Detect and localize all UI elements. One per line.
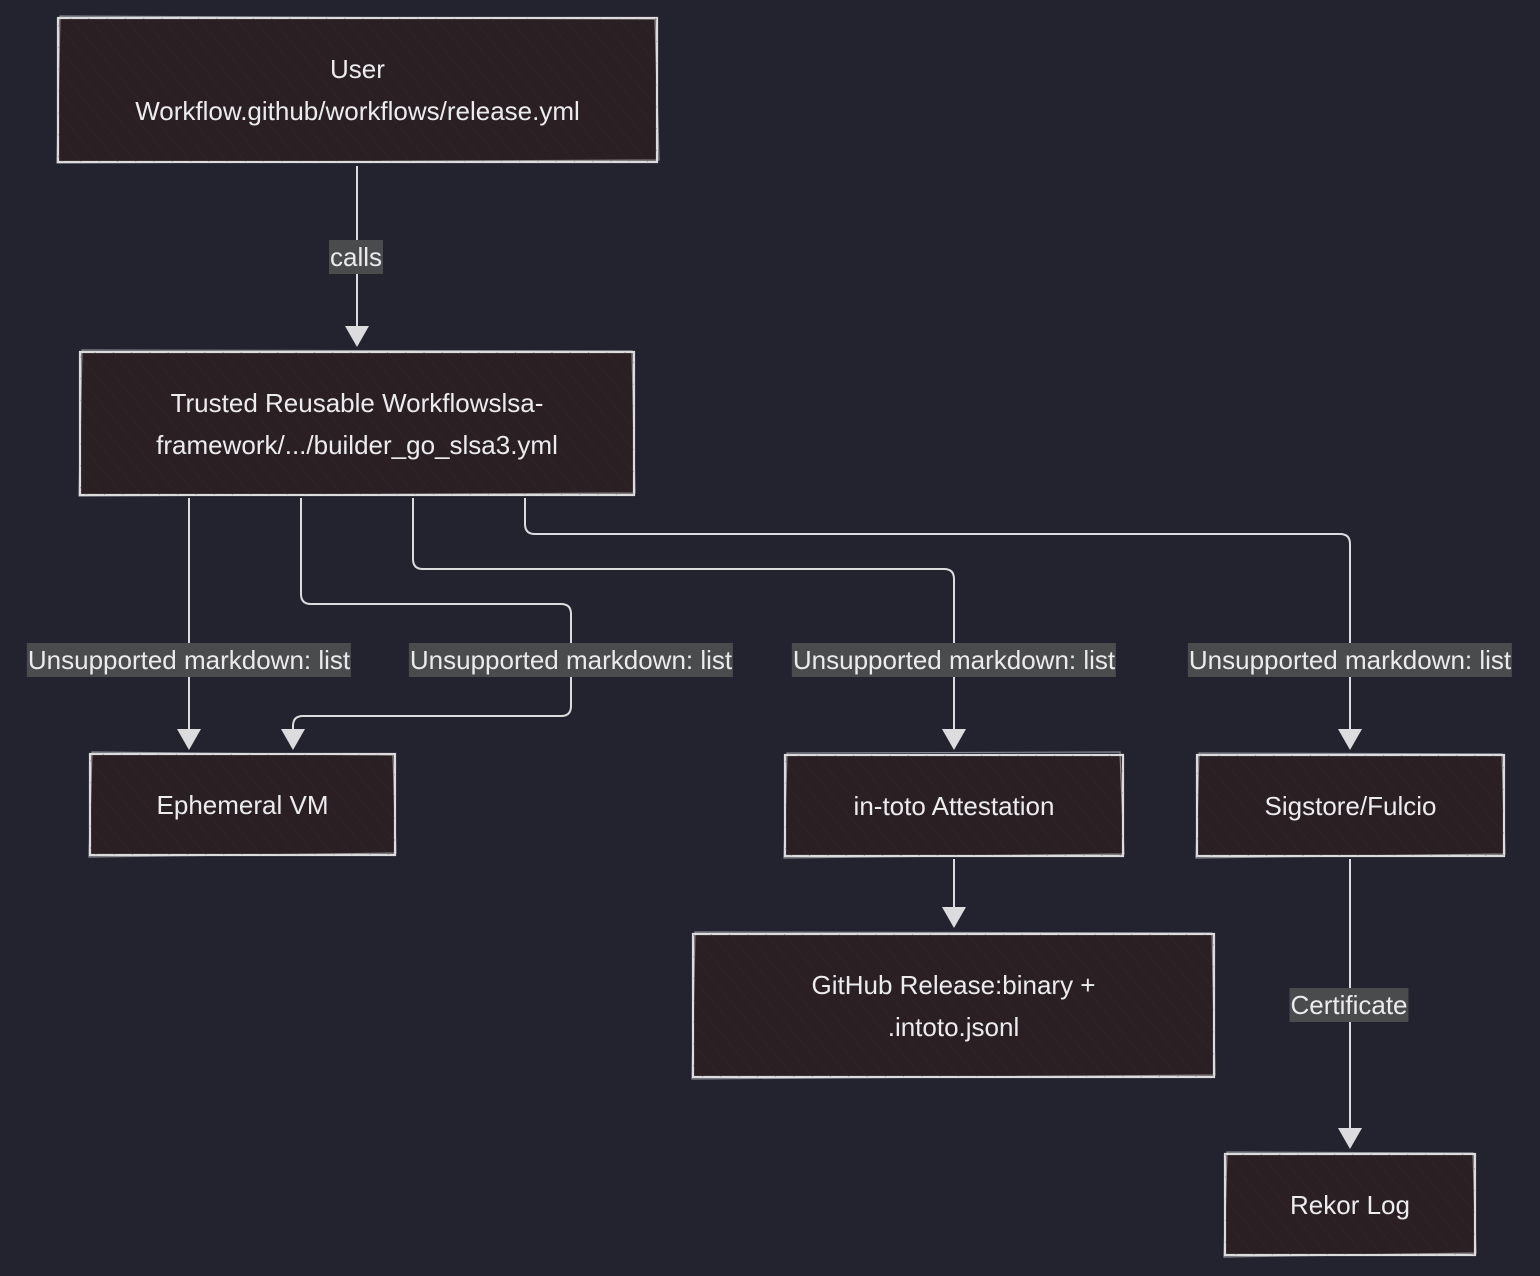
node-sigstore-fulcio: Sigstore/Fulcio bbox=[1197, 755, 1504, 856]
edge-label-list-2: Unsupported markdown: list bbox=[408, 643, 734, 677]
arrowhead-vm-2 bbox=[281, 729, 305, 750]
node-user-workflow-line2: Workflow.github/workflows/release.yml bbox=[135, 96, 580, 126]
edge-label-list-3: Unsupported markdown: list bbox=[791, 643, 1117, 677]
node-sigstore-fulcio-label: Sigstore/Fulcio bbox=[1264, 790, 1437, 821]
edge-trusted-to-intoto bbox=[412, 498, 955, 730]
arrowhead-intoto bbox=[942, 729, 966, 750]
arrowhead-vm-1 bbox=[177, 729, 201, 750]
arrowhead-rekor bbox=[1338, 1128, 1362, 1149]
nodes bbox=[56, 15, 1506, 1258]
node-github-release: GitHub Release:binary + .intoto.jsonl bbox=[693, 934, 1214, 1077]
edge-trusted-to-sigstore bbox=[524, 498, 1351, 730]
node-trusted-workflow: Trusted Reusable Workflowslsa- framework… bbox=[80, 352, 634, 495]
node-ephemeral-vm: Ephemeral VM bbox=[90, 754, 395, 855]
arrowhead-sigstore bbox=[1338, 729, 1362, 750]
node-sigstore-shape bbox=[1195, 752, 1506, 859]
node-github-release-line2: .intoto.jsonl bbox=[887, 1011, 1020, 1042]
arrowhead-trusted bbox=[345, 326, 369, 347]
node-rekor-shape bbox=[1223, 1151, 1477, 1258]
edge-label-calls: calls bbox=[328, 240, 384, 274]
node-user-workflow-shape bbox=[56, 15, 660, 164]
node-rekor-log-label: Rekor Log bbox=[1290, 1189, 1410, 1220]
edge-label-certificate: Certificate bbox=[1289, 988, 1409, 1022]
node-rekor-log: Rekor Log bbox=[1225, 1154, 1475, 1255]
node-github-release-shape bbox=[691, 931, 1216, 1080]
node-intoto-attestation-label: in-toto Attestation bbox=[853, 790, 1055, 821]
node-intoto-shape bbox=[783, 751, 1125, 859]
node-user-workflow: User Workflow.github/workflows/release.y… bbox=[58, 18, 657, 162]
edge-label-list-1: Unsupported markdown: list bbox=[26, 643, 352, 677]
node-ephemeral-vm-shape bbox=[88, 751, 397, 858]
node-trusted-workflow-line2: framework/.../builder_go_slsa3.yml bbox=[156, 429, 558, 460]
node-trusted-workflow-shape bbox=[78, 349, 636, 497]
node-user-workflow-line1: User bbox=[330, 54, 385, 84]
node-intoto-attestation: in-toto Attestation bbox=[785, 755, 1123, 856]
arrowhead-release bbox=[942, 907, 966, 928]
node-ephemeral-vm-label: Ephemeral VM bbox=[156, 789, 329, 820]
node-trusted-workflow-line1: Trusted Reusable Workflowslsa- bbox=[170, 387, 544, 418]
node-github-release-line1: GitHub Release:binary + bbox=[811, 969, 1096, 1000]
edge-label-list-4: Unsupported markdown: list bbox=[1187, 643, 1513, 677]
